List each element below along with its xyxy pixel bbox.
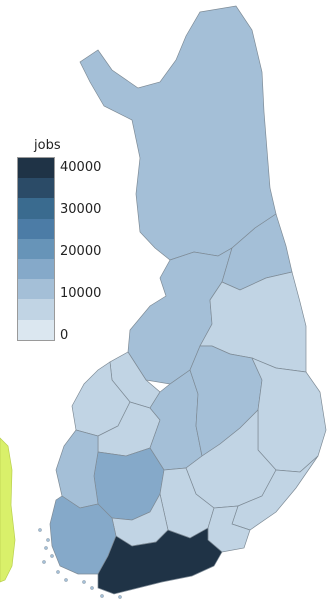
legend-tick-label: 10000 (60, 286, 102, 301)
legend-swatch (18, 279, 54, 300)
island-dot (64, 578, 68, 582)
island-dot (44, 546, 48, 550)
island-dot (118, 595, 122, 599)
island-dot (38, 528, 42, 532)
neighbor-country (0, 437, 16, 583)
island-dot (46, 538, 50, 542)
legend-swatch (18, 218, 54, 239)
legend-swatch (18, 158, 54, 179)
legend-tick-label: 20000 (60, 244, 102, 259)
legend-swatch (18, 238, 54, 259)
island-dot (100, 594, 104, 598)
island-dot (50, 554, 54, 558)
legend-color-scale (17, 157, 55, 341)
legend-swatch (18, 319, 54, 340)
island-dot (42, 560, 46, 564)
archipelago-islands (38, 528, 122, 599)
island-dot (90, 586, 94, 590)
region-south-karelia[interactable] (231, 455, 319, 531)
region-east[interactable] (251, 357, 327, 473)
legend-tick-label: 30000 (60, 202, 102, 217)
legend-swatch (18, 178, 54, 199)
region-uusimaa[interactable] (97, 527, 223, 595)
region-lapland[interactable] (79, 5, 277, 261)
legend-tick-label: 40000 (60, 160, 102, 175)
island-dot (82, 580, 86, 584)
legend-swatch (18, 299, 54, 320)
island-dot (56, 570, 60, 574)
legend-tick-label: 0 (60, 328, 69, 343)
legend-swatch (18, 258, 54, 280)
legend-swatch (18, 198, 54, 219)
legend-title: jobs (34, 138, 61, 153)
